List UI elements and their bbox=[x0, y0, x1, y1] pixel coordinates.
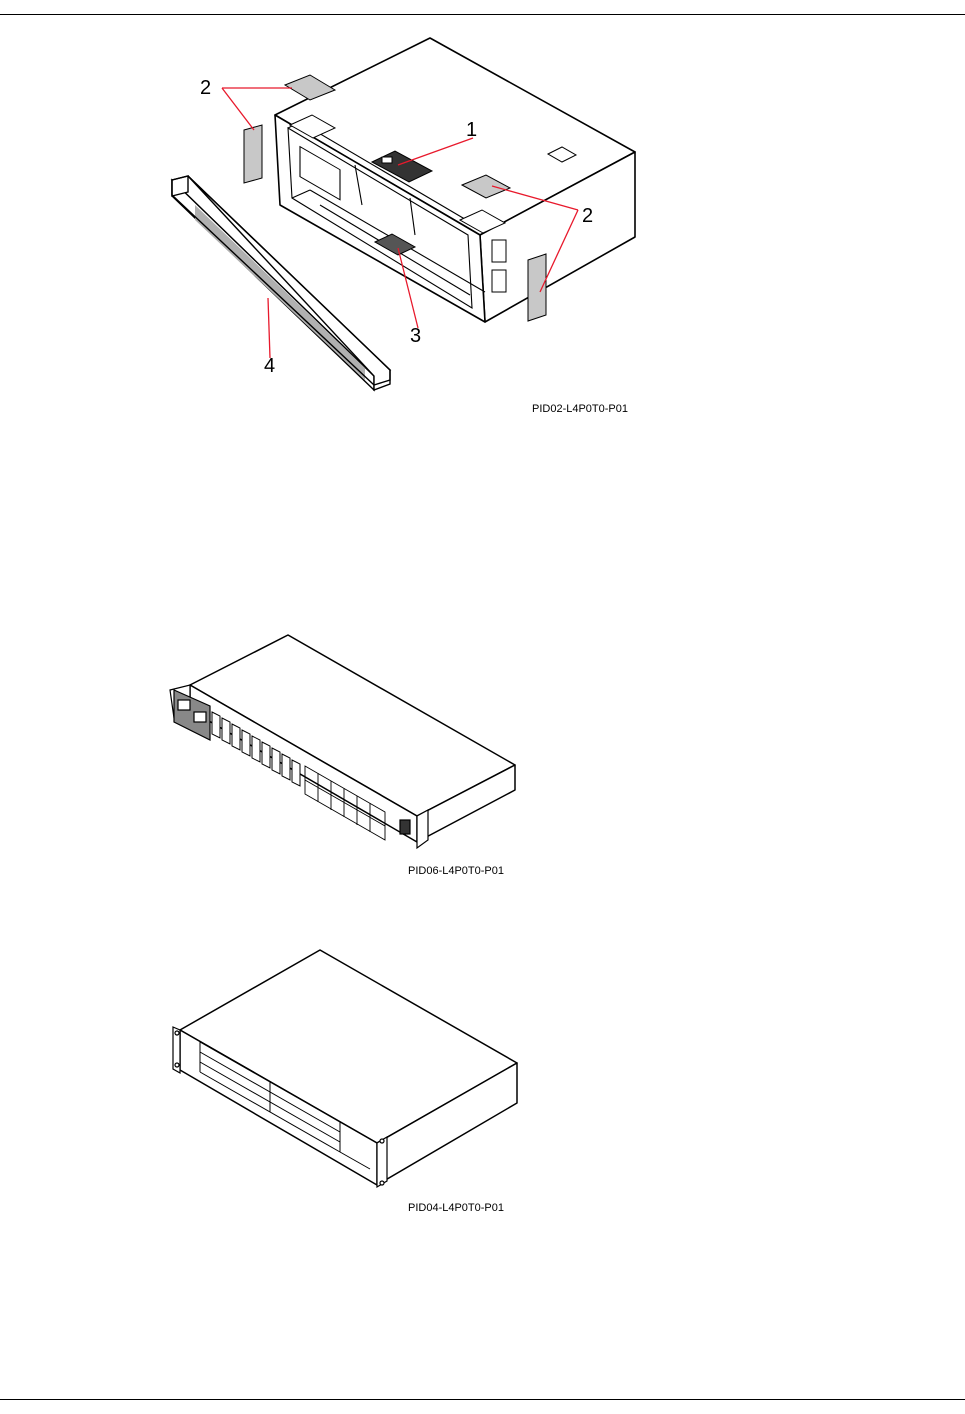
figure-2-caption: PID06-L4P0T0-P01 bbox=[408, 865, 504, 877]
figure-3-2u-shelf bbox=[165, 945, 525, 1195]
figure-3-caption: PID04-L4P0T0-P01 bbox=[408, 1202, 504, 1214]
header-rule bbox=[0, 14, 965, 15]
figure-2-1u-shelf bbox=[160, 630, 530, 860]
callout-3: 3 bbox=[410, 326, 421, 346]
figure-1-caption: PID02-L4P0T0-P01 bbox=[532, 403, 628, 415]
footer-rule bbox=[0, 1399, 965, 1400]
shelf-2u-drawing bbox=[165, 945, 525, 1195]
callout-2-left: 2 bbox=[200, 78, 211, 98]
callout-4: 4 bbox=[264, 356, 275, 376]
callout-2-right: 2 bbox=[582, 206, 593, 226]
callout-1: 1 bbox=[466, 120, 477, 140]
subrack-exploded-drawing bbox=[150, 30, 650, 430]
shelf-1u-drawing bbox=[160, 630, 530, 860]
figure-1-subrack-exploded: 1 2 2 3 4 bbox=[150, 30, 650, 430]
